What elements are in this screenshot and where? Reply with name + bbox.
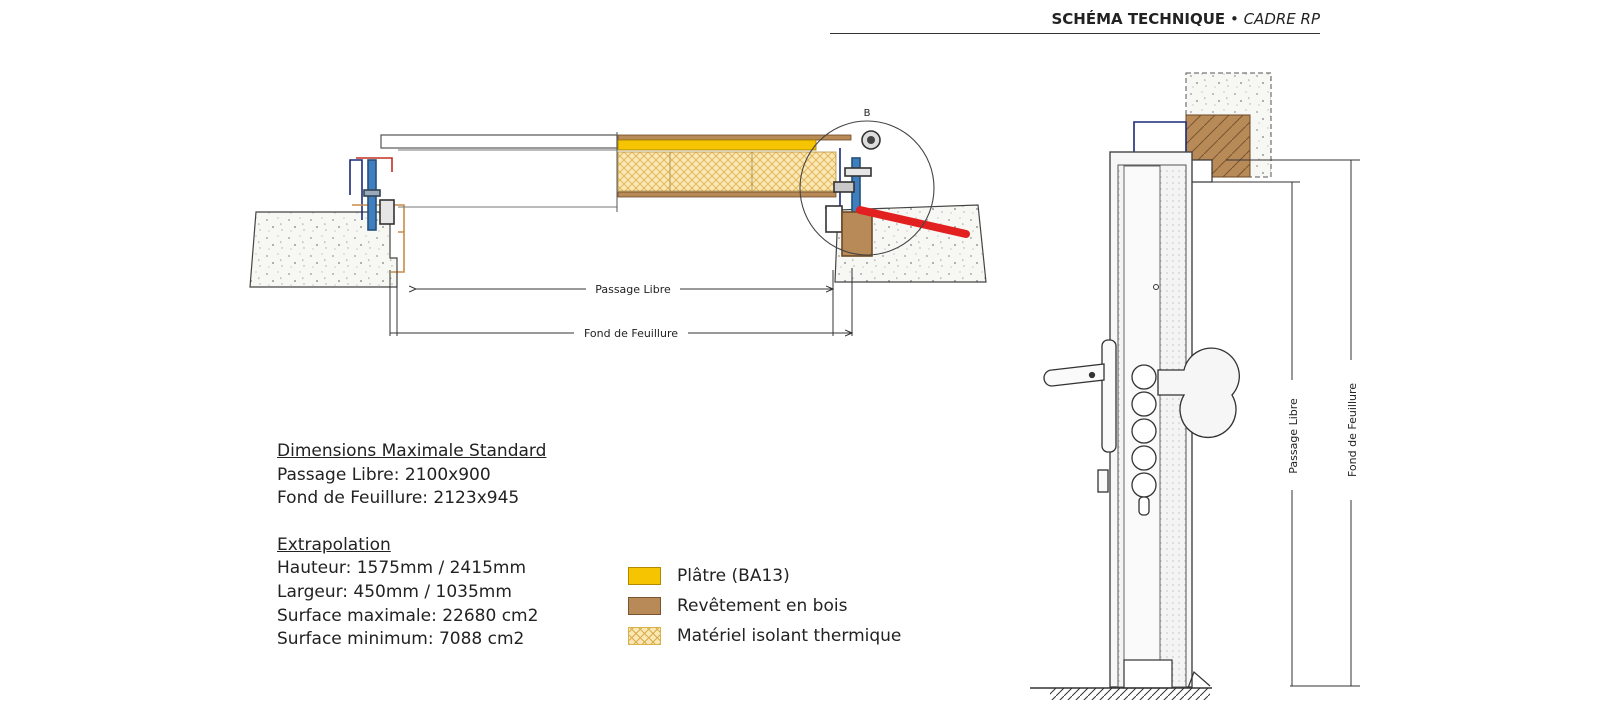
- plan-dim-fond: Fond de Feuillure: [584, 327, 678, 340]
- door-leaf-sheet: [380, 134, 618, 149]
- plan-dim-passage: Passage Libre: [595, 283, 671, 296]
- swatch-platre: [628, 567, 661, 585]
- wood-bottom: [617, 191, 837, 198]
- specs-hauteur: Hauteur: 1575mm / 2415mm: [277, 558, 526, 579]
- elev-dim-fond: Fond de Feuillure: [1346, 383, 1359, 477]
- specs-surface-min: Surface minimum: 7088 cm2: [277, 629, 525, 650]
- red-anchor: [856, 206, 970, 238]
- legend-label-isolant: Matériel isolant thermique: [677, 626, 902, 646]
- legend-item-isolant: Matériel isolant thermique: [628, 621, 901, 651]
- swatch-bois: [628, 597, 661, 615]
- detail-label-b: B: [864, 108, 871, 119]
- specs-surface-max: Surface maximale: 22680 cm2: [277, 605, 539, 626]
- header-title: SCHÉMA TECHNIQUE: [1051, 10, 1226, 28]
- extrapolation-title: Extrapolation: [277, 534, 391, 555]
- dimension-specs: Dimensions Maximale Standard Passage Lib…: [277, 440, 546, 652]
- plan-view: B Passage Libre Fond de Feuillure: [249, 108, 987, 340]
- door-bottom-block: [1123, 659, 1173, 689]
- legend-label-bois: Revêtement en bois: [677, 596, 848, 616]
- specs-title: Dimensions Maximale Standard: [277, 441, 547, 461]
- plaster-top: [617, 139, 817, 151]
- legend-item-bois: Revêtement en bois: [628, 591, 901, 621]
- left-frame: [349, 157, 405, 273]
- elev-dim-passage: Passage Libre: [1287, 398, 1300, 474]
- detail-circle-b: [799, 120, 935, 256]
- elevation-view: Passage Libre Fond de Feuillure: [1030, 72, 1360, 700]
- floor-hatch: [1050, 688, 1210, 700]
- specs-fond: Fond de Feuillure: 2123x945: [277, 488, 520, 509]
- door-handle: [1043, 339, 1240, 493]
- specs-passage: Passage Libre: 2100x900: [277, 464, 491, 485]
- page-header: SCHÉMA TECHNIQUE • CADRE RP: [830, 10, 1320, 34]
- legend: Plâtre (BA13) Revêtement en bois Matérie…: [628, 561, 901, 651]
- legend-item-platre: Plâtre (BA13): [628, 561, 901, 591]
- header-separator: •: [1225, 10, 1244, 28]
- right-frame: [825, 130, 881, 257]
- lock-cylinders: [1131, 364, 1157, 516]
- elevation-dimensions: [1212, 159, 1360, 687]
- header-subtitle: CADRE RP: [1243, 10, 1320, 28]
- plan-dimensions: [389, 268, 852, 336]
- legend-label-platre: Plâtre (BA13): [677, 566, 790, 586]
- insulation-core: [617, 151, 837, 192]
- wood-top: [617, 134, 852, 141]
- swatch-isolant: [628, 627, 661, 645]
- specs-largeur: Largeur: 450mm / 1035mm: [277, 581, 512, 602]
